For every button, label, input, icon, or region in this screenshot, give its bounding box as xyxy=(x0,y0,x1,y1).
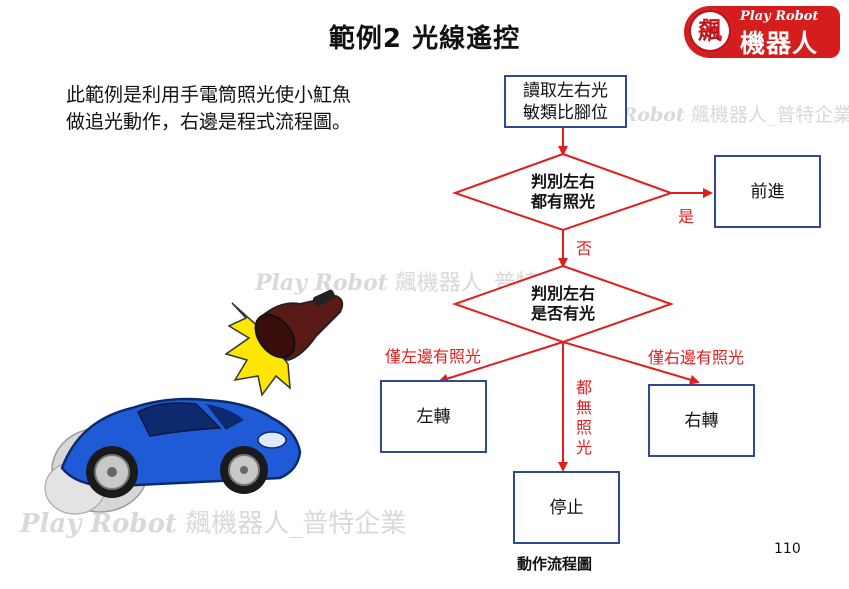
decision-has-light: 判別左右 是否有光 xyxy=(503,284,623,324)
node-right-turn: 右轉 xyxy=(648,384,755,457)
node-stop: 停止 xyxy=(513,471,620,544)
decision-both-light: 判別左右 都有照光 xyxy=(503,172,623,212)
page-number: 110 xyxy=(774,541,801,557)
node-read-sensors: 讀取左右光 敏類比腳位 xyxy=(504,75,627,128)
edge-label-no: 否 xyxy=(576,235,592,259)
flowchart-caption: 動作流程圖 xyxy=(517,553,592,574)
edge-label-no-light: 都無照光 xyxy=(575,378,593,458)
node-forward: 前進 xyxy=(714,155,821,228)
edge-label-right-light: 僅右邊有照光 xyxy=(648,344,744,368)
edge-label-yes: 是 xyxy=(678,203,694,227)
node-left-turn: 左轉 xyxy=(380,380,487,453)
edge-label-left-light: 僅左邊有照光 xyxy=(385,343,481,367)
